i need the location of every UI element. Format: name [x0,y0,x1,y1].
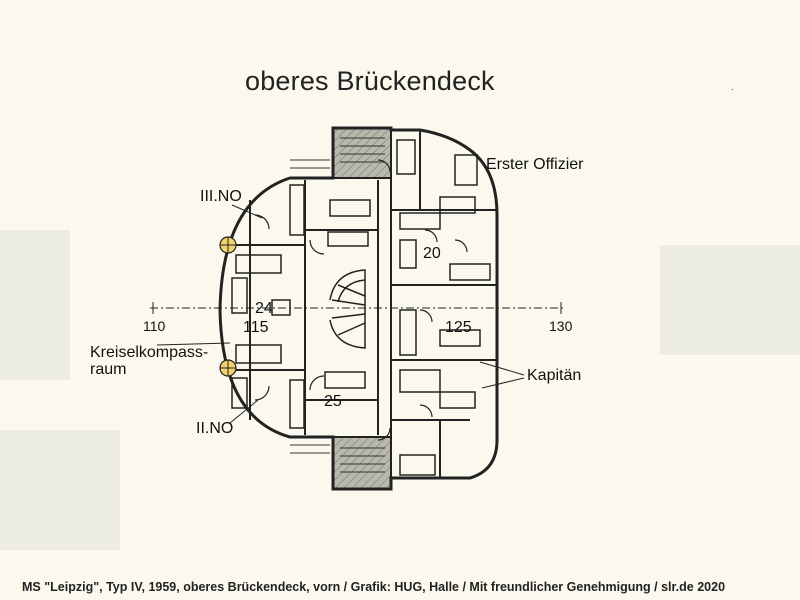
page-title: oberes Brückendeck [245,66,495,96]
frame-number-130: 130 [549,318,573,334]
porthole-lamp-bottom [219,359,237,377]
frame-number-110: 110 [143,318,166,334]
label-captain: Kapitän [527,367,582,384]
spiral-staircase [329,269,366,349]
image-caption: MS "Leipzig", Typ IV, 1959, oberes Brück… [22,580,726,594]
room-number-24: 24 [255,300,273,317]
background-shape [660,245,800,355]
label-gyro-line1: Kreiselkompass- [90,344,209,361]
stairwell-bottom [332,436,392,490]
leader-lines [156,204,525,424]
room-number-125: 125 [445,319,472,336]
background-shape [0,230,70,380]
door-swings [254,159,468,441]
decorative-dot: . [731,82,734,93]
porthole-lamp-top [219,236,237,254]
label-second-officer: II.NO [196,420,234,437]
stair-steps [290,137,385,473]
label-gyro-room: Kreiselkompass- raum [90,344,208,378]
hull-outline [218,126,499,491]
label-gyro-line2: raum [90,361,127,378]
label-first-officer: Erster Offizier [486,156,584,173]
stairwell-top [332,127,392,179]
background-shape [0,430,120,550]
room-number-25: 25 [324,393,342,410]
centerline [150,302,565,314]
label-third-officer: III.NO [200,188,242,205]
room-number-115: 115 [243,319,269,336]
furniture [231,139,491,476]
room-number-20: 20 [423,245,441,262]
